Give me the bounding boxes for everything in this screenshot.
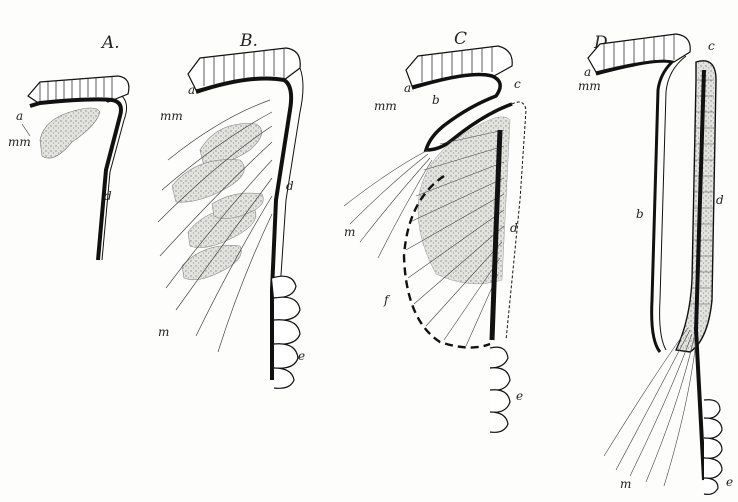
panel-c-label-b: b bbox=[432, 93, 440, 107]
panel-d-label-mm: mm bbox=[578, 79, 601, 93]
panel-c-label-mm: mm bbox=[374, 99, 397, 113]
panel-d-label-e: e bbox=[726, 475, 733, 489]
panel-c-label-m: m bbox=[344, 225, 355, 239]
panel-a-label-d: d bbox=[104, 189, 112, 203]
panel-a-label-mm: mm bbox=[8, 135, 31, 149]
panel-c-label-e: e bbox=[516, 389, 523, 403]
panel-d-label-m: m bbox=[620, 477, 631, 491]
panel-b-label-m: m bbox=[158, 325, 169, 339]
panel-b-stippled-cells bbox=[172, 124, 263, 280]
panel-b-bulb-cells bbox=[272, 276, 300, 388]
panel-d-label-c: c bbox=[708, 39, 715, 53]
panel-c-title: C bbox=[454, 29, 467, 49]
panel-a-label-a: a bbox=[16, 109, 23, 123]
panel-d-fold-b-outer bbox=[660, 56, 686, 350]
panel-b-label-mm: mm bbox=[160, 109, 183, 123]
panel-c-label-c: c bbox=[514, 77, 521, 91]
panel-c: C bbox=[344, 29, 526, 432]
panel-c-bulb-cells bbox=[490, 347, 510, 432]
panel-d-fibers-m bbox=[604, 328, 696, 486]
panel-d: D. bbox=[578, 33, 733, 494]
panel-d-label-d: d bbox=[716, 193, 724, 207]
panel-b-label-a: a bbox=[188, 83, 195, 97]
panel-a-title: A. bbox=[100, 33, 120, 53]
panel-d-bulb-cells bbox=[704, 400, 722, 495]
panel-d-label-b: b bbox=[636, 207, 644, 221]
panel-b: B. bbox=[158, 31, 305, 388]
panel-d-label-a: a bbox=[584, 65, 591, 79]
panel-c-label-d: d bbox=[510, 221, 518, 235]
panel-c-label-a: a bbox=[404, 81, 411, 95]
panel-d-fold-b bbox=[596, 61, 672, 352]
panel-a-stippled-mass bbox=[40, 108, 100, 158]
panel-c-label-f: f bbox=[383, 293, 391, 307]
panel-b-label-e: e bbox=[298, 349, 305, 363]
panel-b-label-d: d bbox=[286, 179, 294, 193]
panel-b-title: B. bbox=[239, 31, 258, 51]
panel-a: A. a mm d bbox=[8, 33, 129, 260]
